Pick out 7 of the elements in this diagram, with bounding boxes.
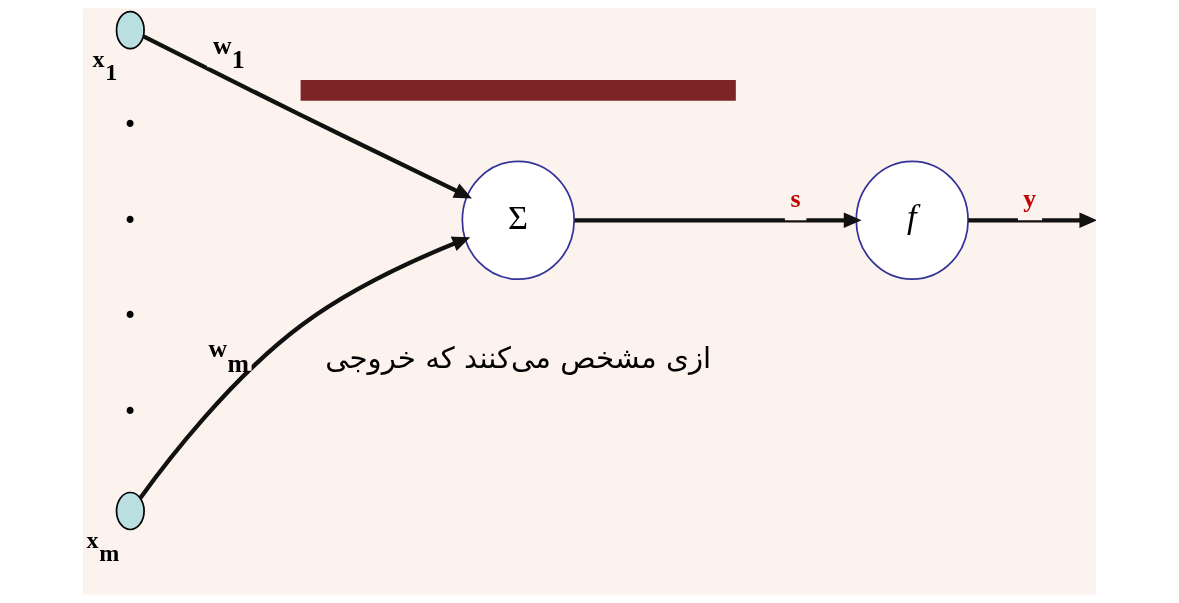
- edge-label: s: [790, 183, 801, 213]
- label: •: [123, 397, 138, 426]
- label: •: [123, 206, 138, 235]
- edge-label: y: [1023, 183, 1037, 213]
- label: •: [123, 111, 138, 140]
- label: ازی مشخص می‌کنند که خروجی: [325, 340, 712, 375]
- label: •: [123, 302, 138, 331]
